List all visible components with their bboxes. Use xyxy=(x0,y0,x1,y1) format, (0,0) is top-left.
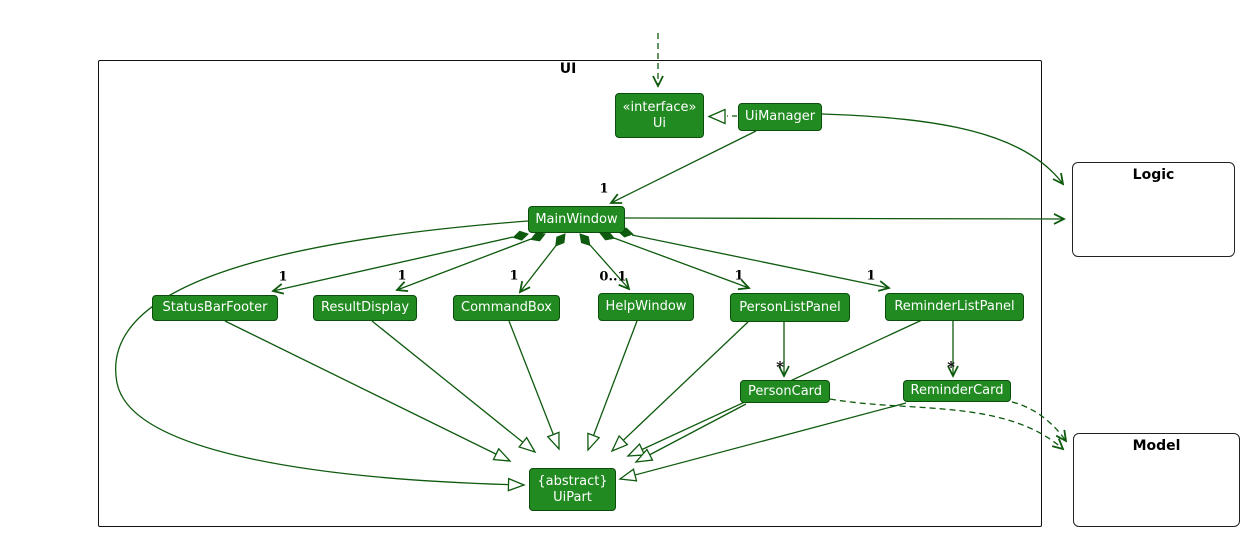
edge-mainwindow-statusbarfooter xyxy=(273,236,514,291)
ui-package-title: UI xyxy=(559,61,577,77)
class-commandbox-name: CommandBox xyxy=(461,300,552,316)
multiplicity-statusbarfooter: 1 xyxy=(278,269,288,285)
class-commandbox: CommandBox xyxy=(453,295,560,321)
logic-component-title: Logic xyxy=(1132,167,1175,183)
edge-remindercard-uipart xyxy=(620,402,907,479)
class-mainwindow: MainWindow xyxy=(528,206,625,233)
class-uimanager-name: UiManager xyxy=(744,109,816,125)
logic-component-box xyxy=(1072,162,1235,257)
ui-package-frame xyxy=(98,60,1042,527)
multiplicity-personcard: * xyxy=(776,358,784,376)
class-reminderlistpanel: ReminderListPanel xyxy=(885,293,1024,321)
class-reminderlistpanel-name: ReminderListPanel xyxy=(894,299,1015,315)
model-component-title: Model xyxy=(1132,438,1181,454)
class-personcard: PersonCard xyxy=(740,380,830,403)
class-uipart: {abstract} UiPart xyxy=(529,468,616,511)
class-ui-stereotype: «interface» xyxy=(622,99,697,115)
class-ui-interface: «interface» Ui xyxy=(615,93,704,138)
class-helpwindow-name: HelpWindow xyxy=(605,299,687,315)
edge-personlistpanel-uipart xyxy=(612,321,749,451)
edge-commandbox-uipart xyxy=(508,320,559,449)
class-remindercard: ReminderCard xyxy=(903,380,1011,402)
multiplicity-remindercard: * xyxy=(947,358,955,376)
multiplicity-commandbox: 1 xyxy=(509,268,519,284)
class-resultdisplay-name: ResultDisplay xyxy=(320,300,410,316)
edge-resultdisplay-uipart xyxy=(371,320,535,452)
edge-uimanager-logic xyxy=(821,113,1063,184)
class-resultdisplay: ResultDisplay xyxy=(313,295,417,321)
edge-personcard-uipart xyxy=(636,403,747,462)
edge-statusbarfooter-uipart xyxy=(224,320,510,461)
edge-personcard-model xyxy=(829,398,1063,449)
class-mainwindow-name: MainWindow xyxy=(535,211,618,227)
edge-mainwindow-resultdisplay xyxy=(397,238,532,290)
class-statusbarfooter-name: StatusBarFooter xyxy=(162,300,268,316)
edge-mainwindow-commandbox xyxy=(520,242,559,292)
class-statusbarfooter: StatusBarFooter xyxy=(152,295,278,321)
multiplicity-resultdisplay: 1 xyxy=(397,268,407,284)
model-component-box xyxy=(1073,433,1240,527)
edge-mainwindow-reminderlistpanel xyxy=(631,234,889,288)
edge-mainwindow-helpwindow xyxy=(589,244,629,289)
class-personcard-name: PersonCard xyxy=(747,383,823,399)
edge-uimanager-mainwindow xyxy=(611,130,757,203)
class-personlistpanel-name: PersonListPanel xyxy=(739,299,841,315)
multiplicity-helpwindow: 0..1 xyxy=(599,269,627,285)
class-ui-name: Ui xyxy=(652,115,667,131)
edge-helpwindow-uipart xyxy=(588,320,638,450)
class-personlistpanel: PersonListPanel xyxy=(730,293,850,322)
edge-mainwindow-logic xyxy=(624,218,1064,219)
edge-mainwindow-personlistpanel xyxy=(613,237,749,288)
class-remindercard-name: ReminderCard xyxy=(910,383,1004,399)
class-helpwindow: HelpWindow xyxy=(598,293,694,321)
multiplicity-personlistpanel: 1 xyxy=(734,268,744,284)
multiplicity-mainwindow: 1 xyxy=(599,181,609,197)
edge-mainwindow-uipart xyxy=(115,220,529,485)
edge-remindercard-model xyxy=(1011,401,1066,441)
class-uipart-name: UiPart xyxy=(553,489,592,505)
multiplicity-reminderlistpanel: 1 xyxy=(866,268,876,284)
class-uimanager: UiManager xyxy=(738,103,822,131)
class-uipart-stereotype: {abstract} xyxy=(537,473,608,489)
